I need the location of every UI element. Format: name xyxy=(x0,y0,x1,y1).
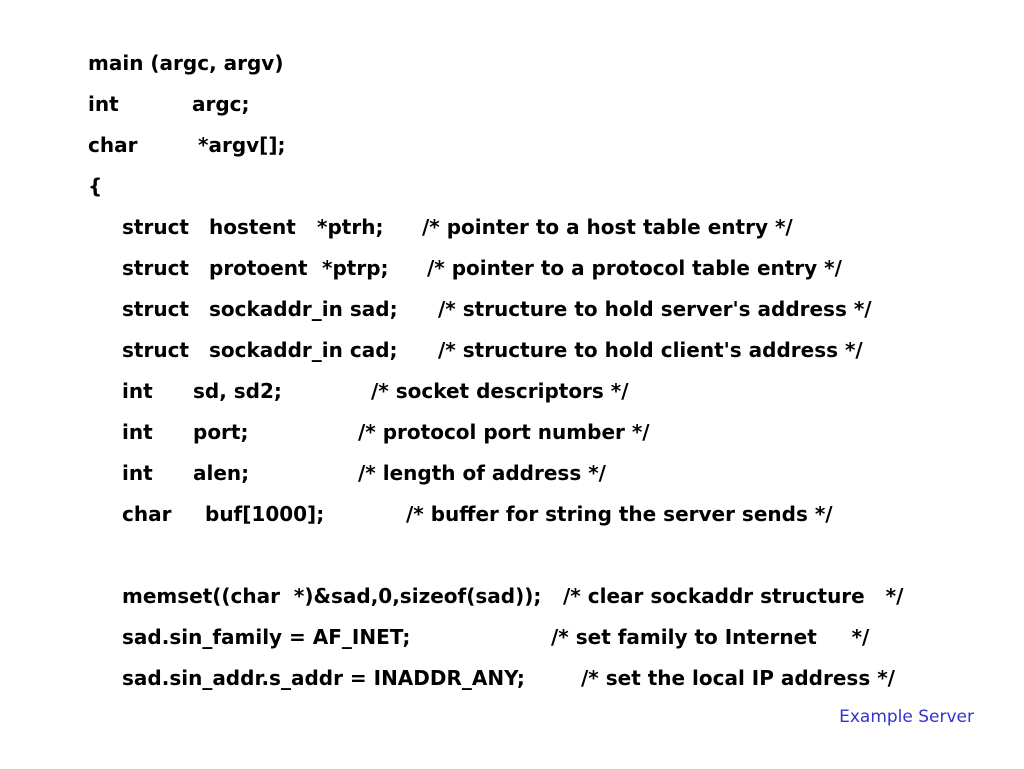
code-line-var-decl: int port; /* protocol port number */ xyxy=(122,419,650,549)
code-comment: /* set the local IP address */ xyxy=(581,666,895,690)
code-comment: /* length of address */ xyxy=(358,461,606,485)
code-comment: /* structure to hold server's address */ xyxy=(438,297,872,321)
argv-declaration: *argv[]; xyxy=(198,133,286,157)
code-comment: /* set family to Internet */ xyxy=(551,625,870,649)
variable-name: alen; xyxy=(193,461,250,485)
argc-declaration: argc; xyxy=(192,92,250,116)
type-keyword: int xyxy=(122,379,153,403)
struct-keyword: struct xyxy=(122,215,189,239)
struct-type: sockaddr_in cad; xyxy=(209,338,398,362)
variable-name: port; xyxy=(193,420,249,444)
type-keyword: int xyxy=(122,461,153,485)
statement-code: sad.sin_addr.s_addr = INADDR_ANY; xyxy=(122,666,525,690)
type-keyword: char xyxy=(122,502,172,526)
variable-name: sd, sd2; xyxy=(193,379,282,403)
code-comment: /* pointer to a host table entry */ xyxy=(422,215,793,239)
statement-code: memset((char *)&sad,0,sizeof(sad)); xyxy=(122,584,542,608)
code-line-struct-decl: struct sockaddr_in cad; /* structure to … xyxy=(122,337,863,467)
code-line-struct-decl: struct sockaddr_in sad; /* structure to … xyxy=(122,296,872,426)
struct-type: hostent xyxy=(209,215,296,239)
struct-variable: *ptrp; xyxy=(322,256,389,280)
struct-variable: *ptrh; xyxy=(317,215,384,239)
code-line-var-decl: int alen; /* length of address */ xyxy=(122,460,606,590)
code-line-struct-decl: struct hostent *ptrh; /* pointer to a ho… xyxy=(122,214,793,370)
type-keyword: int xyxy=(122,420,153,444)
code-comment: /* protocol port number */ xyxy=(358,420,650,444)
code-comment: /* buffer for string the server sends */ xyxy=(406,502,833,526)
main-signature: main (argc, argv) xyxy=(88,51,284,75)
struct-keyword: struct xyxy=(122,297,189,321)
slide-footer-label: Example Server xyxy=(839,707,974,727)
code-line-var-decl: int sd, sd2; /* socket descriptors */ xyxy=(122,378,629,508)
code-comment: /* pointer to a protocol table entry */ xyxy=(427,256,842,280)
code-comment: /* structure to hold client's address */ xyxy=(438,338,863,362)
code-line-argc-decl: int argc; xyxy=(88,91,250,195)
struct-keyword: struct xyxy=(122,338,189,362)
code-comment: /* socket descriptors */ xyxy=(371,379,629,403)
char-keyword: char xyxy=(88,133,138,157)
struct-type: protoent xyxy=(209,256,308,280)
struct-type: sockaddr_in sad; xyxy=(209,297,398,321)
code-line-main-signature: main (argc, argv) xyxy=(88,50,283,128)
code-line-var-decl: char buf[1000]; /* buffer for string the… xyxy=(122,501,833,631)
code-line-argv-decl: char *argv[]; xyxy=(88,132,285,236)
code-line-statement: sad.sin_addr.s_addr = INADDR_ANY; /* set… xyxy=(122,665,895,769)
int-keyword: int xyxy=(88,92,119,116)
code-line-statement: sad.sin_family = AF_INET; /* set family … xyxy=(122,624,869,728)
statement-code: sad.sin_family = AF_INET; xyxy=(122,625,411,649)
code-line-open-brace: { xyxy=(88,173,116,251)
variable-name: buf[1000]; xyxy=(205,502,325,526)
code-line-statement: memset((char *)&sad,0,sizeof(sad)); /* c… xyxy=(122,583,903,687)
code-comment: /* clear sockaddr structure */ xyxy=(563,584,904,608)
struct-keyword: struct xyxy=(122,256,189,280)
open-brace: { xyxy=(88,174,103,198)
code-line-struct-decl: struct protoent *ptrp; /* pointer to a p… xyxy=(122,255,842,411)
